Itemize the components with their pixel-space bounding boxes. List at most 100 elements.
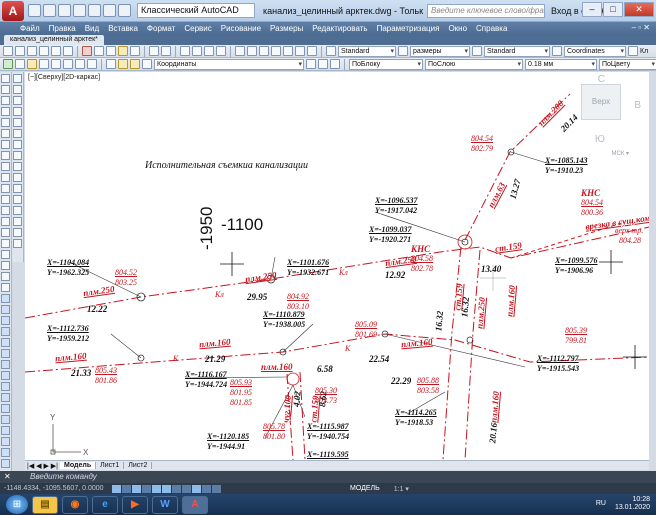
- layer-walk-icon[interactable]: [318, 59, 328, 69]
- layer-off-icon[interactable]: [75, 59, 85, 69]
- layer-isolate-icon[interactable]: [39, 59, 49, 69]
- explode-icon[interactable]: [13, 239, 22, 248]
- tab-layout1[interactable]: Лист1: [96, 462, 125, 469]
- layout-tab-nav[interactable]: |◀ ◀ ▶ ▶|: [27, 462, 59, 470]
- break-icon[interactable]: [13, 195, 22, 204]
- lineweight-icon[interactable]: [202, 484, 211, 493]
- stretch-icon[interactable]: [1, 382, 10, 391]
- stretch-icon[interactable]: [13, 162, 22, 171]
- redo-icon[interactable]: [161, 46, 171, 56]
- bulb-icon[interactable]: [118, 59, 128, 69]
- layer-select[interactable]: Координаты: [154, 58, 304, 70]
- clock-date[interactable]: 13.01.2020: [614, 504, 650, 511]
- copy-object-icon[interactable]: [1, 305, 10, 314]
- infer-constraints-icon[interactable]: [112, 484, 121, 493]
- language-indicator[interactable]: RU: [595, 500, 606, 507]
- drawing-canvas[interactable]: Y X [−][Сверху][2D-каркас] Исполнительна…: [25, 72, 649, 460]
- join-icon[interactable]: [13, 206, 22, 215]
- layer-lock-open-icon[interactable]: [142, 59, 152, 69]
- layer-state-icon[interactable]: [15, 59, 25, 69]
- otrack-icon[interactable]: [172, 484, 181, 493]
- block-editor-icon[interactable]: [130, 46, 140, 56]
- array-icon[interactable]: [1, 338, 10, 347]
- help-search-input[interactable]: Введите ключевое слово/фразу: [427, 3, 545, 18]
- fillet-icon[interactable]: [1, 448, 10, 457]
- close-button[interactable]: ✕: [624, 2, 654, 17]
- layer-merge-icon[interactable]: [330, 59, 340, 69]
- new-icon[interactable]: [28, 4, 41, 17]
- extend-icon[interactable]: [1, 404, 10, 413]
- arc-icon[interactable]: [1, 129, 10, 138]
- region-icon[interactable]: [1, 250, 10, 259]
- tab-layout2[interactable]: Лист2: [124, 462, 153, 469]
- explorer-taskbar-icon[interactable]: ▤: [32, 495, 58, 514]
- polyline-icon[interactable]: [1, 96, 10, 105]
- multileader-style-select[interactable]: Coordinates: [564, 45, 626, 57]
- polygon-icon[interactable]: [1, 107, 10, 116]
- move-icon[interactable]: [13, 129, 22, 138]
- rotate-icon[interactable]: [13, 140, 22, 149]
- layer-lock-icon[interactable]: [87, 59, 97, 69]
- mirror-icon[interactable]: [1, 316, 10, 325]
- extend-icon[interactable]: [13, 184, 22, 193]
- command-line[interactable]: ✕ Введите команду: [0, 471, 656, 483]
- design-center-icon[interactable]: [247, 46, 257, 56]
- open-icon[interactable]: [43, 4, 56, 17]
- join-icon[interactable]: [1, 426, 10, 435]
- offset-icon[interactable]: [1, 327, 10, 336]
- print-icon[interactable]: [39, 46, 49, 56]
- ortho-icon[interactable]: [142, 484, 151, 493]
- paste-icon[interactable]: [106, 46, 116, 56]
- menu-edit[interactable]: Правка: [48, 24, 76, 33]
- hatch-icon[interactable]: [1, 228, 10, 237]
- chrome-taskbar-icon[interactable]: ◉: [62, 495, 88, 514]
- linetype-select[interactable]: ПоСлою: [425, 58, 523, 70]
- open-icon[interactable]: [15, 46, 25, 56]
- transparency-icon[interactable]: [212, 484, 221, 493]
- erase-icon[interactable]: [1, 294, 10, 303]
- viewcube-south[interactable]: Ю: [594, 134, 605, 145]
- snap-mode-icon[interactable]: [122, 484, 131, 493]
- preview-icon[interactable]: [51, 46, 61, 56]
- layer-unisolate-icon[interactable]: [51, 59, 61, 69]
- fillet-icon[interactable]: [13, 228, 22, 237]
- zoom-window-icon[interactable]: [204, 46, 214, 56]
- workspace-select[interactable]: Классический AutoCAD: [137, 3, 255, 18]
- save-as-icon[interactable]: [73, 4, 86, 17]
- viewcube-east[interactable]: В: [634, 100, 641, 111]
- explode-icon[interactable]: [1, 459, 10, 468]
- pan-icon[interactable]: [180, 46, 190, 56]
- menu-dimension[interactable]: Размеры: [270, 24, 304, 33]
- word-taskbar-icon[interactable]: W: [152, 495, 178, 514]
- viewcube[interactable]: Верх: [581, 84, 621, 120]
- copy-icon[interactable]: [94, 46, 104, 56]
- polar-icon[interactable]: [152, 484, 161, 493]
- layer-previous-icon[interactable]: [27, 59, 37, 69]
- sun-icon[interactable]: [130, 59, 140, 69]
- mirror-icon[interactable]: [13, 96, 22, 105]
- publish-icon[interactable]: [63, 46, 73, 56]
- table-icon[interactable]: [1, 261, 10, 270]
- menu-draw[interactable]: Рисование: [220, 24, 262, 33]
- table-style-select[interactable]: Standard: [484, 45, 550, 57]
- media-taskbar-icon[interactable]: ▶: [122, 495, 148, 514]
- trim-icon[interactable]: [13, 173, 22, 182]
- ellipse-arc-icon[interactable]: [1, 184, 10, 193]
- trim-icon[interactable]: [1, 393, 10, 402]
- erase-icon[interactable]: [13, 74, 22, 83]
- annotation-scale[interactable]: 1:1 ▾: [393, 485, 409, 493]
- help-icon[interactable]: [307, 46, 317, 56]
- osnap-icon[interactable]: [162, 484, 171, 493]
- layer-freeze-icon[interactable]: [63, 59, 73, 69]
- redo-icon[interactable]: [118, 4, 131, 17]
- tool-palettes-icon[interactable]: [259, 46, 269, 56]
- cut-icon[interactable]: [82, 46, 92, 56]
- wcs-menu[interactable]: МСК ▾: [611, 151, 629, 157]
- copy-icon[interactable]: [13, 85, 22, 94]
- viewcube-north[interactable]: С: [597, 74, 605, 85]
- chamfer-icon[interactable]: [13, 217, 22, 226]
- text-style-select[interactable]: Standard: [338, 45, 396, 57]
- new-icon[interactable]: [3, 46, 13, 56]
- tab-model[interactable]: Модель: [60, 462, 97, 469]
- close-command-line-icon[interactable]: ✕: [4, 472, 11, 481]
